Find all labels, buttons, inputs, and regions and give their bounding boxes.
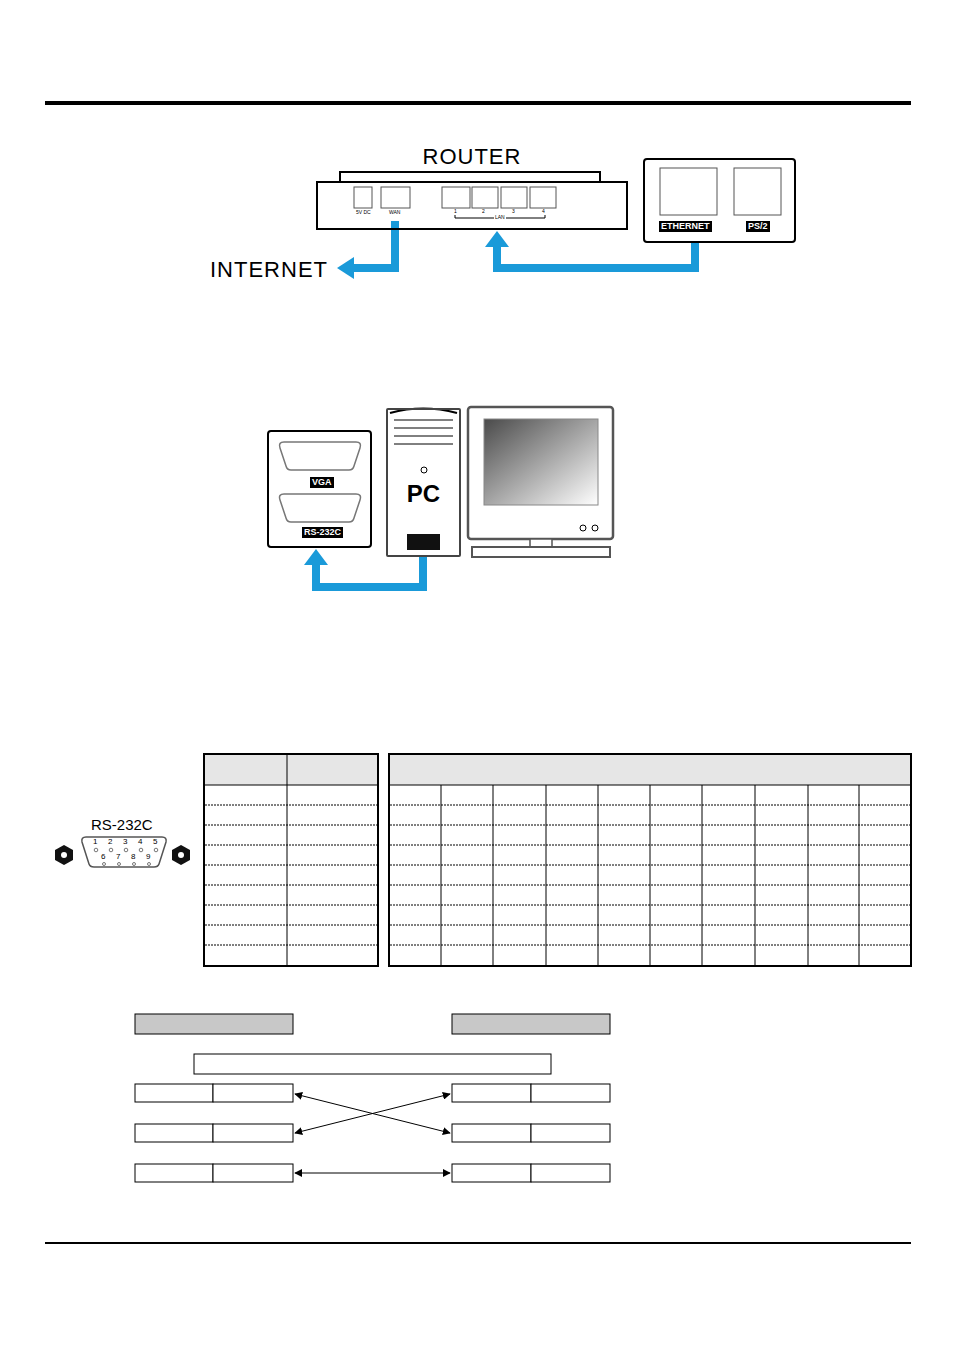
monitor-button	[580, 525, 586, 531]
vga-port	[280, 442, 361, 470]
pin-number: 8	[131, 853, 135, 861]
connector-line	[316, 557, 423, 587]
router-ports	[354, 187, 556, 208]
screw	[172, 845, 190, 865]
connector-line	[497, 243, 695, 268]
monitor-stand	[472, 547, 610, 557]
screw	[61, 852, 67, 858]
port-label: ETHERNET	[659, 221, 712, 232]
screw	[178, 852, 184, 858]
router-box: ROUTER	[316, 181, 628, 230]
monitor-neck	[530, 539, 552, 547]
footer-rule	[45, 1242, 911, 1244]
table-header	[205, 755, 377, 785]
arrowhead	[485, 231, 509, 247]
header-rule	[45, 101, 911, 105]
port-number: 1	[454, 209, 457, 214]
wiring-boxes	[135, 1014, 610, 1182]
port-group-label: LAN	[494, 215, 506, 220]
wiring-arrows	[295, 1094, 450, 1173]
ethernet-jack	[660, 168, 717, 215]
pin-number: 9	[146, 853, 150, 861]
port-label: PS/2	[746, 221, 770, 232]
router-title: ROUTER	[278, 146, 666, 168]
connector-arrow	[304, 549, 423, 587]
pin-number: 5	[153, 838, 157, 846]
port-label: VGA	[310, 477, 334, 488]
table-frame	[389, 754, 911, 966]
pin-number: 6	[101, 853, 105, 861]
internet-arrowhead	[337, 257, 354, 279]
port-number: 3	[512, 209, 515, 214]
network-panel: ETHERNET PS/2	[643, 158, 796, 243]
monitor-screen	[484, 419, 598, 505]
tower-slot	[407, 534, 440, 550]
table-header	[390, 755, 910, 785]
internet-label: INTERNET	[210, 259, 328, 281]
pin-holes	[94, 848, 158, 865]
connector-label: RS-232C	[91, 817, 153, 832]
pc-tower: PC	[386, 408, 461, 557]
port-number: 4	[542, 209, 545, 214]
pin-number: 7	[116, 853, 120, 861]
table-frame	[204, 754, 378, 966]
pin-number: 1	[93, 838, 97, 846]
ps2-jack	[734, 168, 781, 215]
pin-number: 3	[123, 838, 127, 846]
port-label: 5V DC	[356, 210, 371, 215]
pc-label: PC	[348, 482, 499, 506]
pin-number: 2	[108, 838, 112, 846]
screw	[55, 845, 73, 865]
db9-shell	[82, 837, 166, 867]
serial-port	[280, 494, 361, 522]
monitor	[468, 407, 613, 539]
tower-bays	[394, 420, 453, 473]
port-number: 2	[482, 209, 485, 214]
monitor-button	[592, 525, 598, 531]
port-label: WAN	[389, 210, 400, 215]
video-panel: VGA RS-232C	[267, 430, 372, 548]
table-grid	[205, 755, 910, 965]
port-label: RS-232C	[302, 527, 343, 538]
pin-number: 4	[138, 838, 142, 846]
connector-arrow	[485, 231, 695, 268]
arrowhead	[304, 549, 328, 565]
